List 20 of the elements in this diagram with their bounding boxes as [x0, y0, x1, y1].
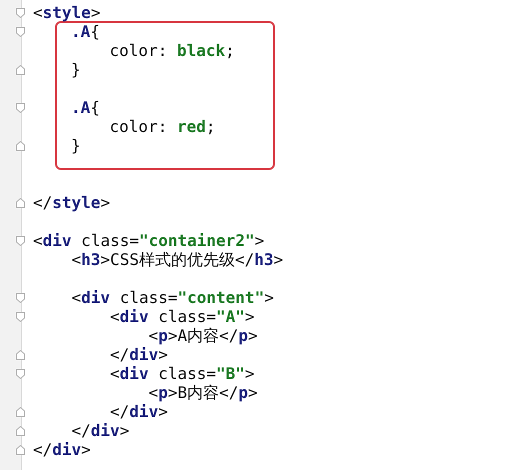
code-line: <div class="A"> — [110, 307, 255, 326]
code-line: <div class="B"> — [110, 364, 255, 383]
code-line: <p>B内容</p> — [148, 383, 258, 402]
code-line: </div> — [110, 345, 168, 364]
code-line: color: red; — [110, 116, 216, 136]
code-line: .A{ — [71, 22, 100, 40]
code-line: <div class="container2"> — [33, 231, 264, 250]
code-line: .A{ — [71, 98, 100, 116]
code-line: <style> — [33, 3, 100, 22]
code-line: </style> — [33, 193, 110, 212]
code-line: </div> — [33, 440, 91, 459]
code-line: } — [71, 60, 81, 78]
code-line: color: black; — [110, 40, 235, 60]
code-line: <div class="content"> — [72, 288, 274, 307]
code-line: <h3>CSS样式的优先级</h3> — [72, 250, 284, 269]
code-line: </div> — [72, 421, 130, 440]
code-line: } — [71, 136, 81, 154]
code-line: </div> — [110, 402, 168, 421]
code-line: <p>A内容</p> — [148, 326, 258, 345]
highlight-box — [55, 21, 275, 170]
